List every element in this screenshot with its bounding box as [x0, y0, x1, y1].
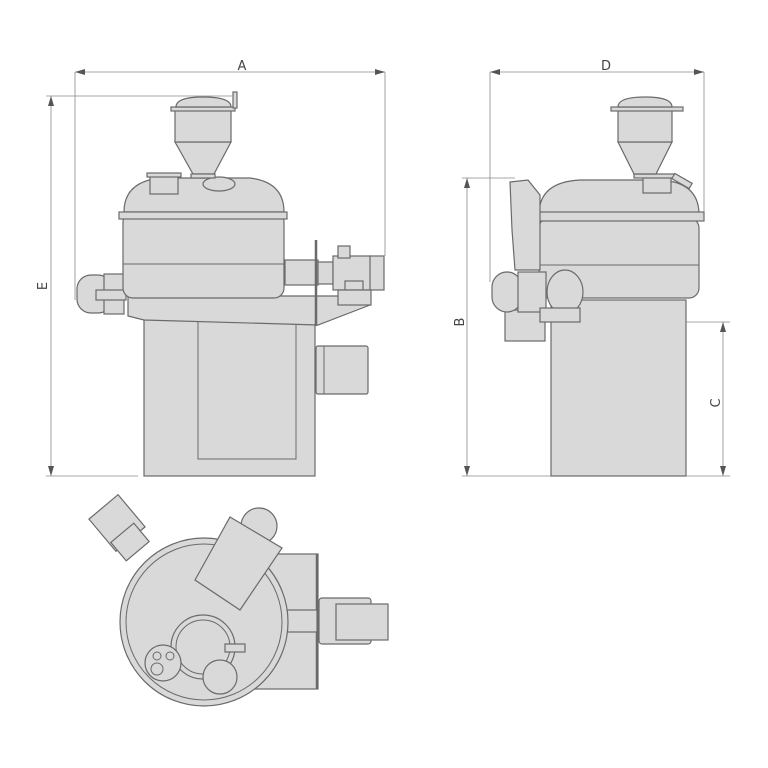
top-view	[88, 493, 389, 707]
dimension-label-e: E	[36, 282, 51, 290]
dimension-label-b: B	[453, 318, 468, 327]
front-view	[76, 91, 385, 477]
dimension-label-d: D	[601, 59, 611, 74]
dimension-lines	[46, 69, 730, 477]
side-view	[491, 96, 705, 477]
dimension-label-a: A	[238, 59, 247, 74]
dimension-label-c: C	[709, 398, 724, 407]
